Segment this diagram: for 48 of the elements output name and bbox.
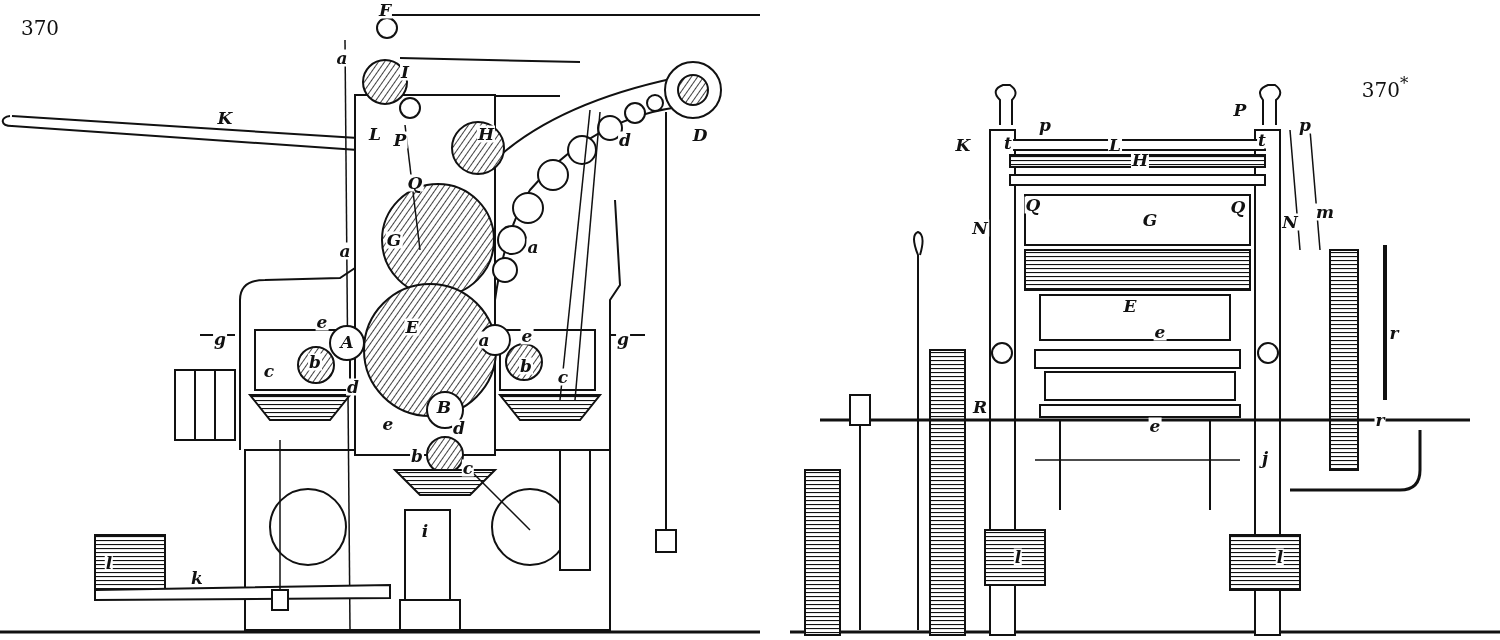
part-letter: N — [1281, 213, 1299, 231]
part-letter: c — [556, 368, 570, 386]
part-letter: K — [216, 109, 234, 127]
part-letter: l — [1013, 548, 1023, 566]
part-letter: t — [1003, 134, 1013, 152]
part-letter: c — [461, 459, 475, 477]
part-letter: a — [338, 242, 352, 260]
part-letter: K — [954, 136, 972, 154]
part-letter: j — [1260, 449, 1270, 467]
part-letter: F — [377, 1, 393, 19]
part-letter: P — [1232, 101, 1248, 119]
part-letter: D — [691, 126, 709, 144]
figure-number: 370 — [19, 18, 61, 38]
part-letter: G — [385, 231, 403, 249]
part-letter: R — [971, 398, 989, 416]
part-letter: a — [477, 331, 491, 349]
part-letter: d — [452, 419, 466, 437]
part-letter: A — [339, 333, 355, 351]
part-letter: B — [435, 398, 453, 416]
part-letter: l — [1275, 548, 1285, 566]
part-letter: Q — [1024, 196, 1042, 214]
part-letter: e — [1148, 417, 1162, 435]
part-letter: b — [519, 357, 533, 375]
part-letter: P — [392, 131, 408, 149]
part-letter: L — [1108, 136, 1122, 154]
part-letter: l — [104, 554, 114, 572]
part-letter: a — [526, 238, 540, 256]
part-letter: d — [618, 131, 632, 149]
part-letter: k — [190, 569, 204, 587]
part-letter: L — [368, 125, 382, 143]
part-letter: b — [410, 447, 424, 465]
part-letter: t — [1257, 131, 1267, 149]
part-letter: d — [346, 378, 360, 396]
part-letter: E — [404, 318, 420, 336]
part-letter: I — [400, 63, 410, 81]
figure-number: 370$^{*}$ — [1360, 76, 1410, 100]
part-letter: i — [420, 522, 430, 540]
part-letter: m — [1315, 203, 1335, 221]
part-letter: Q — [1229, 198, 1247, 216]
part-letter: H — [1130, 151, 1150, 169]
part-letter: b — [308, 353, 322, 371]
part-letter: e — [520, 327, 534, 345]
part-letter: E — [1122, 297, 1138, 315]
part-letter: a — [335, 49, 349, 67]
part-letter: N — [971, 219, 989, 237]
part-letter: Q — [406, 174, 424, 192]
part-letter: G — [1141, 211, 1159, 229]
part-letter: H — [476, 125, 496, 143]
